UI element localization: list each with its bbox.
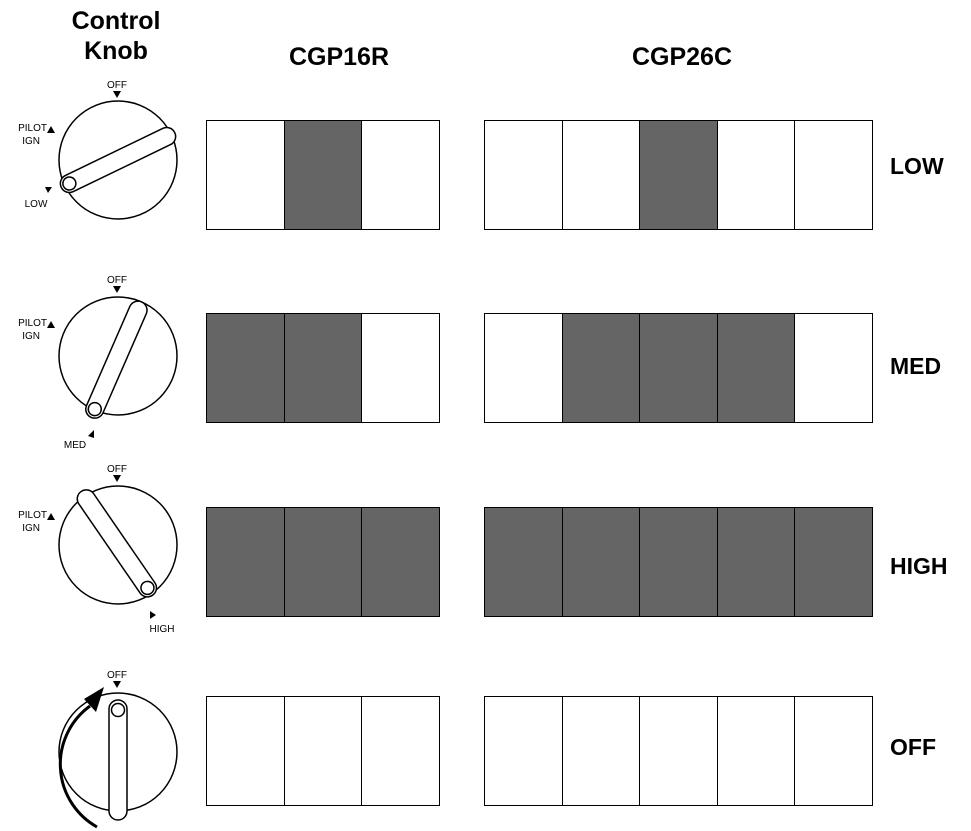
knob-off-label: OFF xyxy=(107,275,127,286)
knob-pointer xyxy=(59,126,177,194)
cgp26c-med-strip xyxy=(484,313,873,423)
knob-off-position: OFF xyxy=(58,670,178,829)
knob-pointer xyxy=(85,300,148,419)
cgp16r-segment-3-inactive xyxy=(362,696,440,806)
cgp16r-segment-1-inactive xyxy=(207,696,285,806)
cgp26c-segment-4-active xyxy=(717,313,795,423)
rotation-arrow xyxy=(58,704,98,829)
cgp16r-med-strip xyxy=(206,313,440,423)
cgp26c-segment-4-active xyxy=(717,507,795,617)
knob-pilot-label: PILOT xyxy=(18,318,47,329)
cgp26c-off-strip xyxy=(484,696,873,806)
knob-med-position: OFF PILOT IGN MED xyxy=(18,275,178,451)
cgp26c-segment-5-active xyxy=(795,507,873,617)
med-marker-arrow xyxy=(88,430,94,438)
knob-pilot-label: PILOT xyxy=(18,510,47,521)
off-marker-arrow xyxy=(113,286,121,293)
cgp26c-segment-2-inactive xyxy=(562,696,640,806)
cgp16r-segment-3-inactive xyxy=(362,313,440,423)
knob-pointer xyxy=(108,699,128,821)
knob-low-position: OFF PILOT IGN LOW xyxy=(18,80,178,220)
control-knob-header: Control Knob xyxy=(46,6,186,66)
cgp26c-low-strip xyxy=(484,120,873,230)
knob-high-position: OFF PILOT IGN HIGH xyxy=(18,464,178,635)
cgp16r-segment-2-inactive xyxy=(284,696,362,806)
pilot-marker-arrow xyxy=(47,513,55,520)
row-label-off: OFF xyxy=(890,734,936,760)
row-label-high: HIGH xyxy=(890,553,948,579)
cgp16r-segment-1-active xyxy=(207,507,285,617)
control-knob-header-line2: Knob xyxy=(84,37,148,65)
knob-ign-label: IGN xyxy=(22,331,40,342)
cgp26c-segment-2-active xyxy=(562,313,640,423)
cgp16r-segment-2-active xyxy=(284,313,362,423)
cgp16r-segment-2-active xyxy=(284,120,362,230)
cgp26c-high-strip xyxy=(484,507,873,617)
cgp16r-segment-2-active xyxy=(284,507,362,617)
cgp26c-segment-1-inactive xyxy=(485,313,563,423)
knob-low-label: LOW xyxy=(25,199,48,210)
cgp16r-off-strip xyxy=(206,696,440,806)
cgp16r-segment-3-active xyxy=(362,507,440,617)
low-marker-arrow xyxy=(45,187,52,193)
off-marker-arrow xyxy=(113,91,121,98)
off-marker-arrow xyxy=(113,475,121,482)
cgp16r-segment-1-inactive xyxy=(207,120,285,230)
cgp16r-segment-3-inactive xyxy=(362,120,440,230)
cgp26c-segment-4-inactive xyxy=(717,120,795,230)
cgp16r-low-strip xyxy=(206,120,440,230)
knob-ign-label: IGN xyxy=(22,523,40,534)
cgp16r-segment-1-active xyxy=(207,313,285,423)
off-marker-arrow xyxy=(113,681,121,688)
cgp26c-segment-5-inactive xyxy=(795,120,873,230)
knob-ign-label: IGN xyxy=(22,136,40,147)
cgp26c-segment-3-inactive xyxy=(640,696,718,806)
pilot-marker-arrow xyxy=(47,321,55,328)
cgp26c-segment-1-active xyxy=(485,507,563,617)
rotation-arrowhead xyxy=(84,687,104,712)
cgp26c-header: CGP26C xyxy=(631,43,733,71)
cgp26c-segment-3-active xyxy=(640,313,718,423)
cgp16r-high-strip xyxy=(206,507,440,617)
cgp26c-segment-1-inactive xyxy=(485,696,563,806)
knob-off-label: OFF xyxy=(107,80,127,91)
knob-med-label: MED xyxy=(64,440,86,451)
row-label-med: MED xyxy=(890,353,942,379)
knob-pointer xyxy=(76,489,158,598)
cgp26c-segment-2-inactive xyxy=(562,120,640,230)
cgp26c-segment-2-active xyxy=(562,507,640,617)
knob-off-label: OFF xyxy=(107,464,127,475)
cgp26c-segment-3-active xyxy=(640,120,718,230)
cgp26c-segment-4-inactive xyxy=(717,696,795,806)
cgp26c-segment-5-inactive xyxy=(795,313,873,423)
cgp26c-segment-5-inactive xyxy=(795,696,873,806)
cgp26c-segment-1-inactive xyxy=(485,120,563,230)
control-knob-header-line1: Control xyxy=(71,7,161,35)
pilot-marker-arrow xyxy=(47,126,55,133)
high-marker-arrow xyxy=(150,611,156,619)
knob-off-label: OFF xyxy=(107,670,127,681)
row-label-low: LOW xyxy=(890,153,944,179)
cgp26c-segment-3-active xyxy=(640,507,718,617)
cgp16r-header: CGP16R xyxy=(288,43,390,71)
knob-pilot-label: PILOT xyxy=(18,123,47,134)
knob-high-label: HIGH xyxy=(150,624,175,635)
